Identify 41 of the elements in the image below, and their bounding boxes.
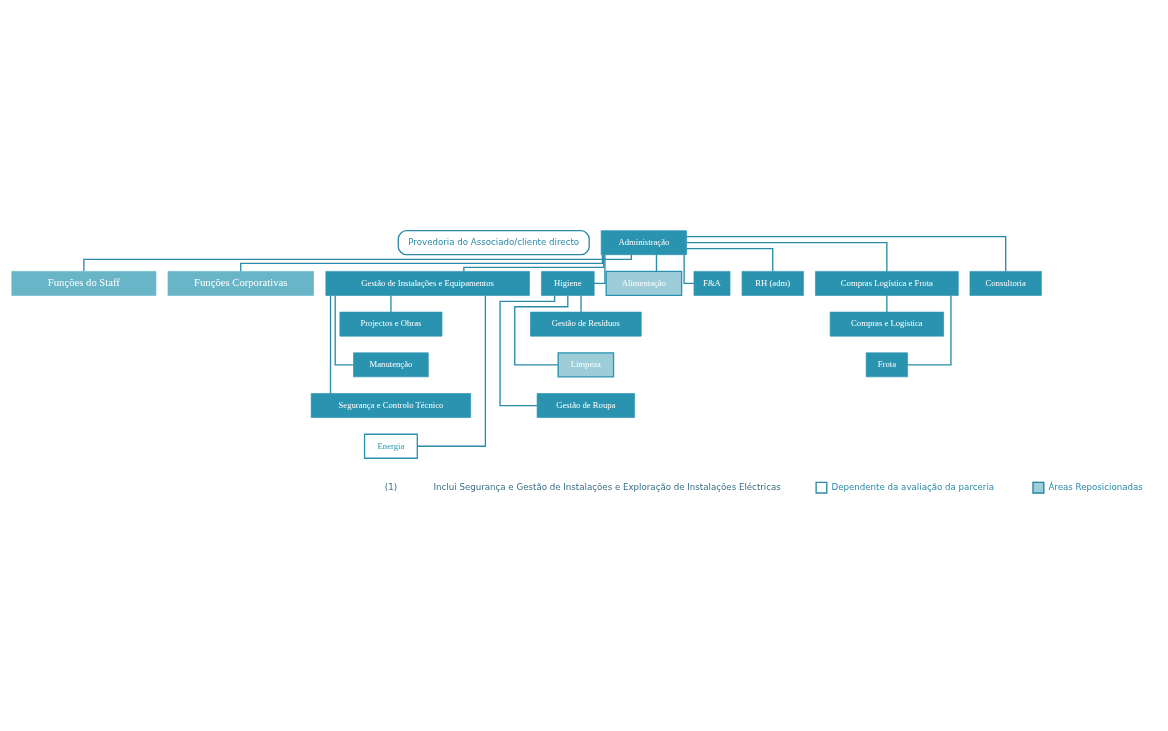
node-box: RH (adm): [741, 271, 804, 296]
node-box: Energia: [363, 433, 418, 459]
connector: [683, 254, 695, 285]
connector: [334, 294, 355, 366]
node-box: Gestão de Roupa: [536, 393, 635, 418]
node-box: Administração: [600, 230, 687, 256]
node-box: Frota: [865, 352, 908, 378]
legend-label: Áreas Reposicionadas: [1048, 481, 1143, 492]
node-box: Funções do Staff: [11, 271, 157, 296]
connector: [499, 294, 556, 407]
node-box: Funções Corporativas: [167, 271, 314, 296]
connector: [886, 294, 888, 313]
connector: [686, 242, 888, 272]
node-box: Manutenção: [353, 352, 429, 378]
node-box: Alimentação: [605, 270, 683, 297]
connector: [329, 294, 332, 395]
node-box: Provedoria do Associado/cliente directo: [397, 230, 590, 256]
connector: [240, 254, 604, 272]
legend-label: Dependente da avaliação da parceria: [831, 481, 995, 492]
connector: [686, 236, 1007, 273]
node-box: Limpeza: [557, 352, 615, 378]
node-box: Segurança e Controlo Técnico: [310, 393, 472, 418]
connector: [416, 294, 487, 447]
node-box: Higiene: [541, 271, 595, 296]
label: (1): [384, 481, 398, 492]
connector: [514, 294, 569, 366]
node-box: F&A: [693, 271, 731, 296]
node-box: Projectos e Obras: [339, 311, 443, 337]
node-box: Consultoria: [969, 271, 1042, 296]
label: Inclui Segurança e Gestão de Instalações e Exploração de Instalações Eléctricas: [433, 481, 781, 492]
connector: [463, 254, 605, 272]
node-box: Gestão de Instalações e Equipamentos: [325, 271, 530, 296]
connector: [686, 248, 774, 272]
node-box: Gestão de Resíduos: [530, 311, 642, 337]
node-box: Compras Logística e Frota: [815, 271, 959, 296]
connector: [580, 294, 582, 313]
node-box: Compras e Logistica: [829, 311, 944, 337]
connector: [83, 254, 632, 272]
connector: [907, 294, 952, 366]
connector: [593, 254, 606, 285]
connector: [390, 294, 392, 313]
